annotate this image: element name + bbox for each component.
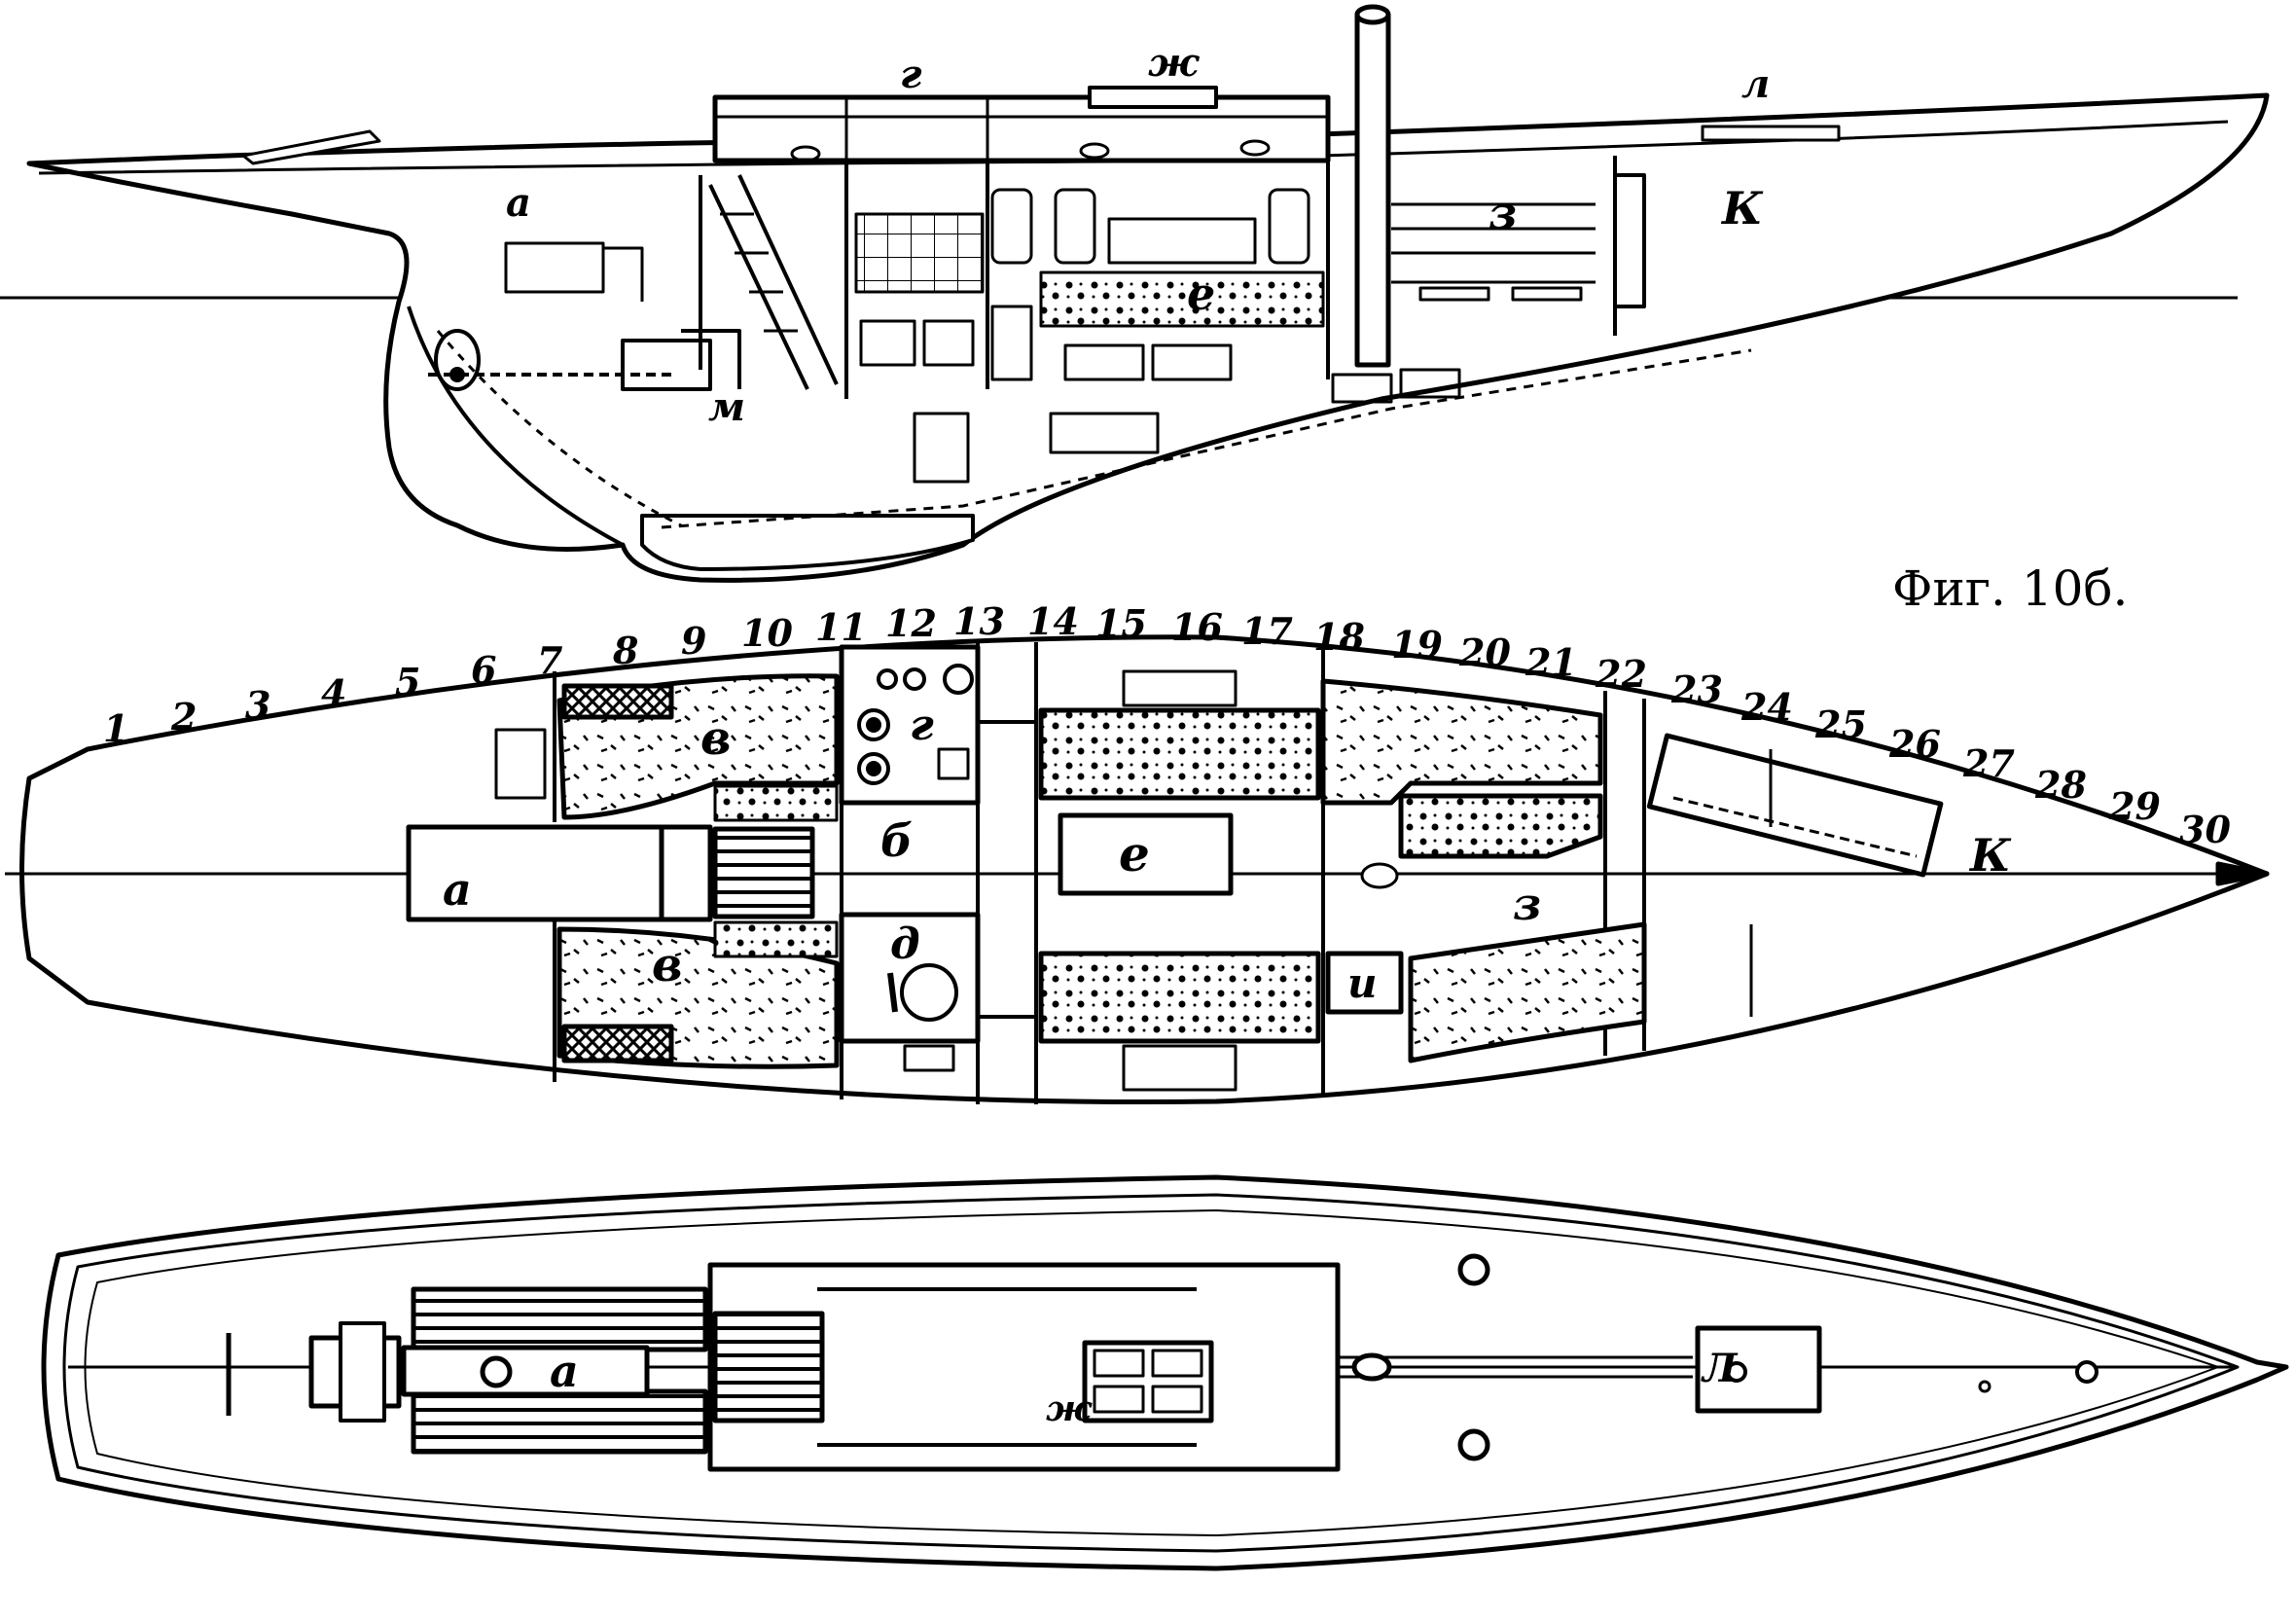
- engine: [428, 329, 741, 391]
- rudder-dashed: [436, 330, 682, 527]
- bowsprit-boom: [241, 129, 381, 165]
- galley-cabinet: [854, 212, 985, 294]
- frame-number: 9: [681, 619, 706, 663]
- deck-label-a: а: [550, 1345, 579, 1397]
- deck-label-l: Л: [1701, 1346, 1739, 1391]
- mast-partner: [1351, 1352, 1392, 1382]
- companion-steps: [712, 826, 815, 919]
- profile-label-m: м: [708, 384, 745, 430]
- plan-label-z: з: [1513, 878, 1541, 930]
- plan-label-i: и: [1347, 959, 1378, 1007]
- bow-stem: [2215, 861, 2270, 886]
- rudder: [407, 306, 624, 547]
- frame-number: 25: [1814, 702, 1867, 746]
- plan-label-a: а: [443, 863, 472, 916]
- frame-number: 17: [1241, 609, 1293, 653]
- frame-number: 23: [1670, 667, 1723, 711]
- side-profile-view: [0, 4, 2270, 583]
- frame-number: 16: [1171, 605, 1223, 649]
- plan-letters: а б в в г д е з и К: [443, 701, 2012, 1007]
- cockpit-well-deck: [401, 1345, 650, 1397]
- frame-number: 19: [1391, 623, 1443, 666]
- plan-label-v-bottom: в: [652, 938, 683, 992]
- plan-label-k: К: [1968, 829, 2012, 882]
- accommodation-plan: [5, 634, 2270, 1105]
- plan-label-d: д: [890, 919, 920, 969]
- locker-bottom: [561, 1024, 674, 1063]
- plan-label-g: г: [910, 701, 934, 750]
- mast: [1354, 12, 1391, 368]
- frame-number: 11: [815, 605, 867, 649]
- frame-number: 6: [471, 648, 496, 692]
- plan-label-v-top: в: [700, 711, 732, 766]
- saloon-settee-bottom: [1038, 951, 1321, 1044]
- frame-number: 5: [395, 660, 420, 703]
- washbasin: [1325, 951, 1404, 1015]
- frame-number: 14: [1027, 599, 1079, 643]
- frame-number: 30: [2179, 808, 2231, 851]
- forepeak-sail-bin: [1646, 733, 1944, 878]
- profile-letters: а г ж е з К л м: [506, 40, 1770, 430]
- propeller: [434, 329, 481, 391]
- frame-number: 18: [1313, 615, 1365, 659]
- frame-number: 28: [2034, 763, 2087, 807]
- frame-number: 7: [537, 638, 562, 682]
- profile-label-a: а: [506, 180, 531, 226]
- deck-label-zh: ж: [1046, 1388, 1093, 1429]
- frame-number: 24: [1740, 685, 1793, 729]
- frame-number: 12: [885, 601, 937, 645]
- cabin-trunk: [712, 94, 1331, 163]
- frame-number: 26: [1888, 722, 1941, 766]
- frame-number: 2: [170, 695, 197, 738]
- companion-hatch: [712, 1311, 825, 1423]
- frame-number: 29: [2108, 784, 2161, 828]
- frame-number: 22: [1595, 652, 1647, 696]
- deck-plan: [41, 1174, 2289, 1571]
- profile-label-k: К: [1720, 182, 1764, 234]
- frame-number: 8: [612, 629, 638, 672]
- profile-label-z: з: [1489, 187, 1517, 239]
- profile-label-l: л: [1741, 61, 1770, 107]
- skylight: [1088, 86, 1218, 109]
- locker-top: [561, 683, 674, 720]
- frame-number: 20: [1458, 630, 1511, 674]
- keel: [640, 514, 975, 571]
- cockpit-grating-bottom: [411, 1388, 708, 1455]
- deck-letters: а ж Л: [550, 1345, 1739, 1429]
- plan-label-b: б: [880, 814, 913, 867]
- frame-number: 3: [245, 683, 270, 727]
- frame-number: 21: [1525, 640, 1577, 684]
- saloon-table: [1058, 812, 1234, 896]
- fore-hatch: [1695, 1325, 1822, 1414]
- deck-light-1: [1457, 1253, 1490, 1286]
- frame-number: 13: [953, 599, 1005, 643]
- cockpit-grating-top: [411, 1286, 708, 1352]
- frame-numbers: 1 2 3 4 5 6 7 8 9 10 11 12 13 14 15 16 1…: [103, 599, 2231, 851]
- plan-label-e: е: [1119, 825, 1150, 883]
- frame-number: 1: [103, 706, 128, 750]
- frame-number: 4: [321, 671, 346, 715]
- saloon-settee-top: [1038, 707, 1321, 801]
- frame-number: 27: [1962, 741, 2015, 785]
- frame-number: 15: [1095, 601, 1147, 645]
- deck-light-2: [1457, 1428, 1490, 1461]
- companion-ladder: [708, 174, 839, 390]
- figure-caption: Фиг. 10б.: [1892, 560, 2128, 617]
- profile-label-zh: ж: [1148, 40, 1200, 86]
- saloon-settee: [1039, 270, 1325, 328]
- forecastle-berths: [1391, 202, 1596, 284]
- profile-label-g: г: [900, 52, 922, 97]
- frame-number: 10: [741, 611, 793, 655]
- profile-label-e: е: [1187, 268, 1215, 320]
